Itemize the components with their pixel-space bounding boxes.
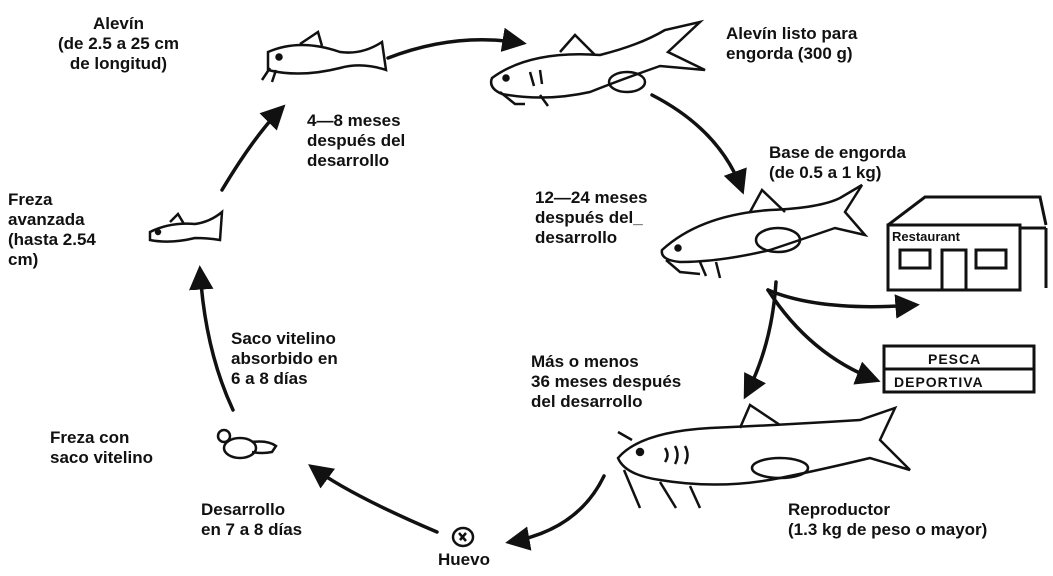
meses-12-24-line1: 12—24 meses: [535, 188, 648, 207]
freza-avanzada-line2: avanzada: [8, 210, 85, 229]
arrow-to-pesca: [766, 288, 881, 385]
freza-avanzada-fish-icon: [148, 209, 224, 243]
alevin-fish-icon: [260, 30, 388, 83]
freza-saco-fish-icon: [216, 428, 278, 460]
arrow-freza-saco-to-freza: [188, 265, 235, 412]
restaurant-sign: Restaurant: [892, 229, 961, 244]
arrow-freza-to-alevin: [220, 104, 286, 192]
alevin-size: (de 2.5 a 25 cm: [58, 34, 179, 53]
arrow-alevin-to-listo: [386, 27, 527, 60]
label-base-engorda: Base de engorda (de 0.5 a 1 kg): [769, 143, 906, 183]
reproductor-fish-icon: [616, 403, 911, 509]
meses-4-8-line1: 4—8 meses: [307, 111, 401, 130]
reproductor-line2: (1.3 kg de peso o mayor): [788, 520, 988, 539]
base-engorda-fish-icon: [660, 183, 869, 279]
freza-saco-line2: saco vitelino: [50, 448, 153, 467]
saco-absorbido-line1: Saco vitelino: [231, 329, 336, 348]
alevin-size-2: de longitud): [69, 54, 168, 73]
base-engorda-line1: Base de engorda: [769, 143, 906, 162]
freza-avanzada-line1: Freza: [8, 190, 53, 209]
label-desarrollo-7-8: Desarrollo en 7 a 8 días: [201, 500, 302, 540]
meses-36-line1: Más o menos: [531, 352, 639, 371]
meses-4-8-line2: después del: [307, 131, 406, 150]
deportiva-label: DEPORTIVA: [894, 374, 984, 390]
label-meses-4-8: 4—8 meses después del desarrollo: [307, 111, 405, 171]
egg-icon: [451, 526, 475, 548]
freza-saco-line1: Freza con: [50, 428, 130, 447]
alevin-listo-line1: Alevín listo para: [726, 24, 858, 43]
alevin-listo-line2: engorda (300 g): [726, 44, 853, 63]
label-freza-avanzada: Freza avanzada (hasta 2.54 cm): [8, 190, 96, 270]
label-saco-absorbido: Saco vitelino absorbido en 6 a 8 días: [231, 329, 338, 389]
arrow-base-to-reproductor: [743, 280, 778, 400]
alevin-title: Alevín: [92, 14, 144, 33]
label-meses-12-24: 12—24 meses después del_ desarrollo: [535, 188, 647, 248]
label-alevin: Alevín (de 2.5 a 25 cm de longitud): [58, 14, 179, 74]
freza-avanzada-line4: cm): [8, 250, 39, 269]
base-engorda-line2: (de 0.5 a 1 kg): [769, 163, 882, 182]
meses-4-8-line3: desarrollo: [307, 151, 390, 170]
saco-absorbido-line2: absorbido en: [231, 349, 338, 368]
pesca-deportiva-sign: [882, 344, 1036, 394]
arrow-reproductor-to-huevo: [505, 474, 606, 551]
meses-12-24-line3: desarrollo: [535, 228, 618, 247]
alevin-listo-fish-icon: [489, 19, 706, 107]
meses-36-line3: del desarrollo: [531, 392, 643, 411]
label-huevo: Huevo: [438, 550, 490, 569]
meses-36-line2: 36 meses después: [531, 372, 682, 391]
restaurant-icon: [886, 195, 1048, 292]
arrow-listo-to-base: [650, 93, 747, 195]
reproductor-line1: Reproductor: [788, 500, 890, 519]
pesca-label: PESCA: [928, 351, 981, 367]
meses-12-24-line2: después del_: [535, 208, 643, 227]
desarrollo-7-8-line1: Desarrollo: [201, 500, 286, 519]
freza-avanzada-line3: (hasta 2.54: [8, 230, 96, 249]
label-meses-36: Más o menos 36 meses después del desarro…: [531, 352, 681, 412]
label-freza-saco: Freza con saco vitelino: [50, 428, 153, 468]
arrow-to-restaurant: [766, 288, 920, 319]
label-reproductor: Reproductor (1.3 kg de peso o mayor): [788, 500, 987, 540]
label-alevin-listo: Alevín listo para engorda (300 g): [726, 24, 857, 64]
arrow-huevo-to-freza-saco: [308, 464, 439, 534]
desarrollo-7-8-line2: en 7 a 8 días: [201, 520, 303, 539]
saco-absorbido-line3: 6 a 8 días: [231, 369, 308, 388]
